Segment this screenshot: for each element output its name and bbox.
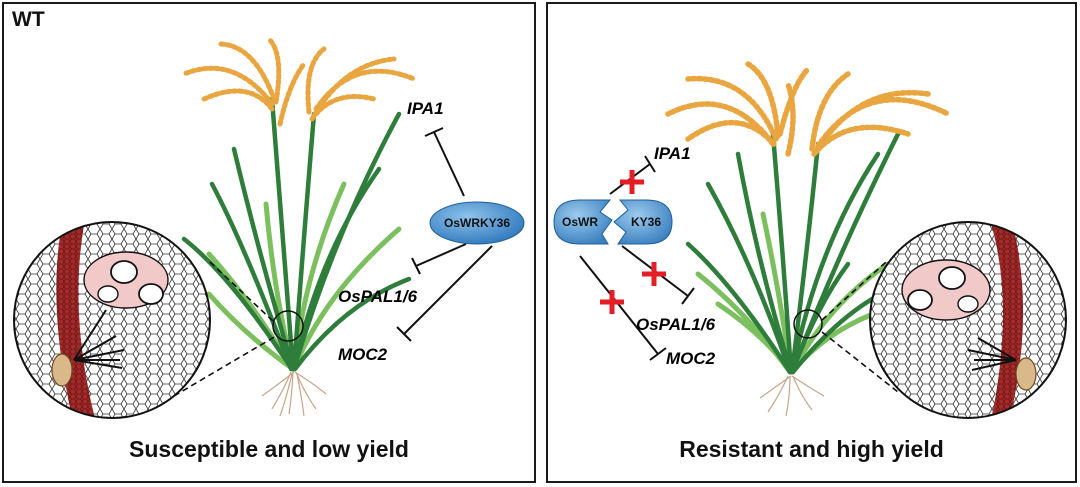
oswrky36-protein: OsWRKY36 <box>429 201 525 245</box>
mutant-diagram: OsWR KY36 IPA1 OsPAL1/6 MOC2 <box>553 61 1067 419</box>
wt-panel: OsWRKY36 IPA1 OsPAL1/6 MOC2 WT Susceptib… <box>2 2 536 483</box>
gene-ipa1: IPA1 <box>407 99 444 118</box>
block-cross-icon <box>642 262 666 286</box>
plant-roots <box>261 371 327 417</box>
block-cross-icon <box>600 290 624 314</box>
block-cross-icon <box>620 170 644 194</box>
wt-caption: Susceptible and low yield <box>129 436 409 462</box>
inhibition-block-crosses <box>600 170 666 314</box>
plant-leaves-dark <box>181 96 412 372</box>
protein-fragment-right: KY36 <box>631 215 661 229</box>
zoom-connectors <box>821 261 899 393</box>
wt-diagram: OsWRKY36 IPA1 OsPAL1/6 MOC2 <box>13 36 525 419</box>
gene-moc2: MOC2 <box>666 349 716 368</box>
genotype-label: WT <box>12 8 45 31</box>
protein-fragment-left: OsWR <box>562 215 598 229</box>
gene-moc2: MOC2 <box>338 345 388 364</box>
mutant-caption: Resistant and high yield <box>679 436 944 462</box>
stem-base-marker <box>793 309 823 339</box>
mutant-panel: OsWR KY36 IPA1 OsPAL1/6 MOC2 Resistant a… <box>546 2 1077 483</box>
disrupted-oswrky36-protein: OsWR KY36 <box>553 199 673 245</box>
planthopper-icon <box>51 353 73 387</box>
regulation-lines <box>396 127 493 342</box>
stem-cross-section-zoom <box>869 221 1067 419</box>
rice-panicles <box>181 36 417 127</box>
plant-roots <box>759 375 825 417</box>
rice-plant-high-yield <box>665 61 951 417</box>
rice-plant <box>181 36 417 417</box>
zoom-connectors <box>173 261 277 397</box>
gene-ospal16: OsPAL1/6 <box>636 315 716 334</box>
stem-cross-section-zoom <box>13 221 211 419</box>
stem-base-marker <box>272 310 304 342</box>
rice-panicles <box>665 61 951 157</box>
gene-ipa1: IPA1 <box>654 144 691 163</box>
planthopper-icon <box>1015 357 1037 391</box>
gene-ospal16: OsPAL1/6 <box>338 287 418 306</box>
protein-label: OsWRKY36 <box>444 216 510 230</box>
